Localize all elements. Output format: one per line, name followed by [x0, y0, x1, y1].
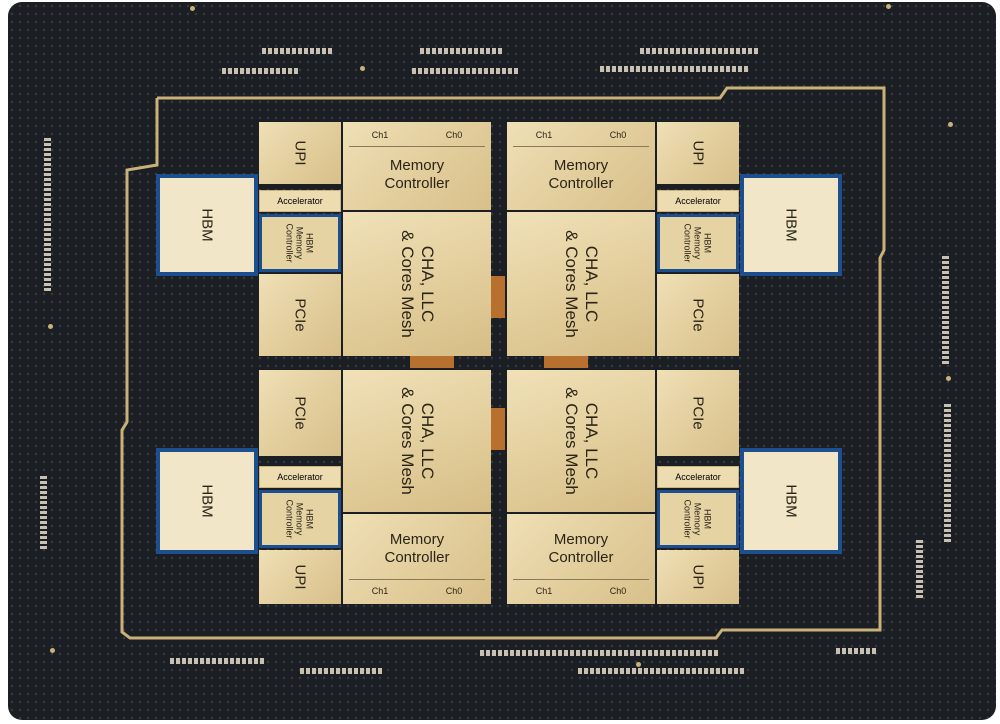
accelerator-block: Accelerator [259, 466, 341, 488]
fiducial-dot [48, 324, 53, 329]
accelerator-block: Accelerator [259, 190, 341, 212]
hbm-stack: HBM [156, 174, 258, 276]
pcie-block: PCIe [657, 274, 739, 356]
pad-row [578, 668, 744, 674]
channel-0-label: Ch0 [445, 130, 463, 140]
accelerator-block: Accelerator [657, 466, 739, 488]
emib-bridge [544, 356, 588, 368]
fiducial-dot [946, 376, 951, 381]
fiducial-dot [360, 66, 365, 71]
cha-llc-cores-mesh: CHA, LLC& Cores Mesh [507, 212, 655, 356]
pad-row [222, 68, 298, 74]
pad-column [942, 256, 949, 364]
upi-block: UPI [259, 122, 341, 184]
pad-column [944, 404, 951, 542]
fiducial-dot [50, 648, 55, 653]
pad-row [262, 48, 332, 54]
pad-row [480, 650, 718, 656]
channel-0-label: Ch0 [609, 586, 627, 596]
pad-row [836, 648, 876, 654]
upi-block: UPI [657, 550, 739, 604]
emib-bridge [410, 356, 454, 368]
hbm-stack: HBM [740, 174, 842, 276]
upi-block: UPI [657, 122, 739, 184]
accelerator-block: Accelerator [657, 190, 739, 212]
pad-column [916, 540, 923, 598]
pad-row [420, 48, 502, 54]
channel-0-label: Ch0 [445, 586, 463, 596]
cha-llc-cores-mesh: CHA, LLC& Cores Mesh [343, 212, 491, 356]
pad-row [300, 668, 382, 674]
pcie-block: PCIe [657, 370, 739, 456]
channel-1-label: Ch1 [535, 586, 553, 596]
channel-0-label: Ch0 [609, 130, 627, 140]
channel-1-label: Ch1 [535, 130, 553, 140]
pad-row [170, 658, 264, 664]
pad-row [412, 68, 518, 74]
channel-1-label: Ch1 [371, 586, 389, 596]
cha-llc-cores-mesh: CHA, LLC& Cores Mesh [343, 370, 491, 512]
fiducial-dot [190, 6, 195, 11]
pad-column [40, 476, 47, 549]
channel-1-label: Ch1 [371, 130, 389, 140]
emib-bridge [491, 408, 505, 450]
upi-block: UPI [259, 550, 341, 604]
fiducial-dot [886, 4, 891, 9]
cha-llc-cores-mesh: CHA, LLC& Cores Mesh [507, 370, 655, 512]
hbm-stack: HBM [156, 448, 258, 554]
fiducial-dot [636, 662, 641, 667]
pcie-block: PCIe [259, 274, 341, 356]
pad-row [640, 48, 758, 54]
pad-row [600, 66, 748, 72]
hbm-stack: HBM [740, 448, 842, 554]
emib-bridge [491, 276, 505, 318]
substrate-pad-grid [8, 2, 996, 720]
fiducial-dot [948, 122, 953, 127]
pcie-block: PCIe [259, 370, 341, 456]
pad-column [44, 138, 51, 291]
